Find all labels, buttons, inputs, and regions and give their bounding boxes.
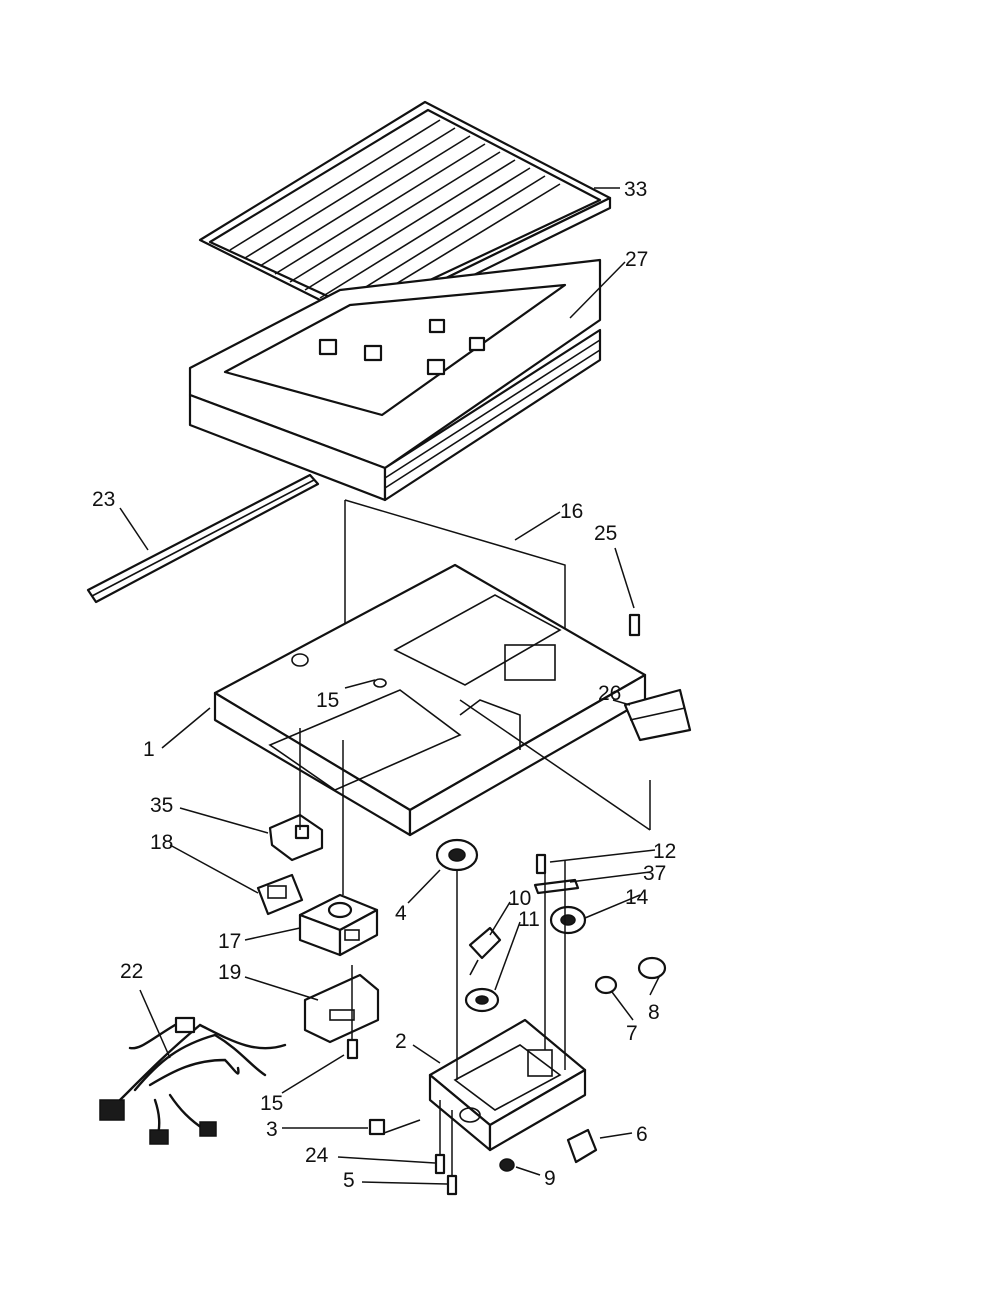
callout-18: 18 (150, 831, 173, 854)
callout-17: 17 (218, 930, 241, 953)
part-14-grommet (549, 905, 587, 935)
part-18-plate (256, 873, 304, 916)
callout-8: 8 (648, 1001, 660, 1024)
part-19-bracket (303, 973, 380, 1044)
part-3-clip (368, 1118, 386, 1136)
part-8-washer (637, 956, 667, 980)
callout-labels: 33 27 23 16 25 1 15 26 35 18 17 19 22 15… (92, 178, 676, 1192)
callout-4: 4 (395, 902, 407, 925)
callout-11: 11 (518, 908, 540, 931)
callout-25: 25 (594, 522, 617, 545)
callout-16: 16 (560, 500, 583, 523)
callout-leaders (119, 187, 661, 1185)
callout-23: 23 (92, 488, 115, 511)
part-17-control-box (298, 893, 379, 957)
callout-22: 22 (120, 960, 143, 983)
callout-24: 24 (305, 1144, 329, 1167)
callout-9: 9 (544, 1167, 556, 1190)
callout-15-lower: 15 (260, 1092, 283, 1115)
part-26-cover (623, 688, 692, 742)
part-23-strip (86, 473, 320, 604)
part-4-grommet (435, 838, 479, 872)
callout-35: 35 (150, 794, 173, 817)
assembly-lines (299, 699, 651, 1176)
part-27-tray (188, 258, 602, 502)
callout-37: 37 (643, 862, 666, 885)
callout-6: 6 (636, 1123, 648, 1146)
part-12-screw (535, 853, 547, 875)
callout-7: 7 (626, 1022, 638, 1045)
part-33-grille (198, 100, 612, 332)
callout-1: 1 (143, 738, 155, 761)
part-2-base-bracket (428, 1018, 587, 1152)
callout-14: 14 (625, 886, 649, 909)
part-24-screw (434, 1153, 446, 1175)
part-9-washer (499, 1158, 515, 1172)
part-25-pin (628, 613, 641, 637)
callout-2: 2 (395, 1030, 407, 1053)
part-35-clip (268, 813, 324, 862)
part-10-switch (468, 926, 502, 976)
part-11-washer (464, 987, 500, 1013)
part-22-wire-harness (99, 1016, 287, 1145)
part-6-nut (566, 1128, 598, 1164)
callout-3: 3 (266, 1118, 278, 1141)
callout-10: 10 (508, 887, 531, 910)
callout-26: 26 (598, 682, 621, 705)
callout-15-upper: 15 (316, 689, 339, 712)
callout-27: 27 (625, 248, 648, 271)
part-7-nut (594, 975, 618, 995)
callout-12: 12 (653, 840, 676, 863)
callout-5: 5 (343, 1169, 355, 1192)
callout-19: 19 (218, 961, 241, 984)
callout-33: 33 (624, 178, 647, 201)
part-1-panel (213, 563, 647, 837)
part-5-screw (446, 1174, 458, 1196)
part-15-screw (346, 1038, 359, 1060)
